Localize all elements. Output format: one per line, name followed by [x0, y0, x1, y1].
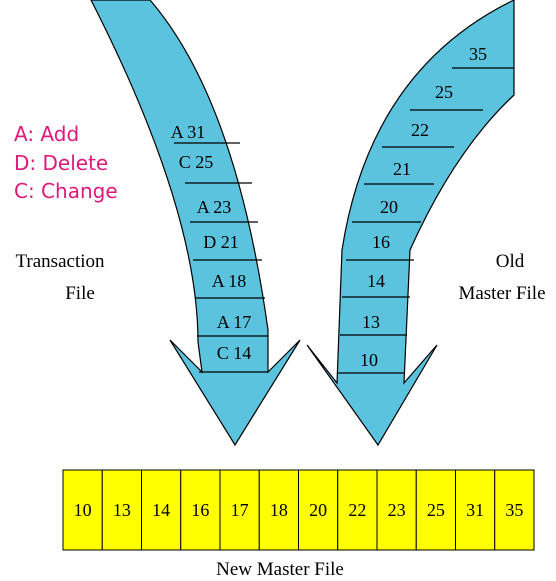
new-master-cell [141, 469, 182, 551]
new-master-cell [258, 469, 299, 551]
new-master-record: 10 [74, 500, 92, 520]
old-master-record: 25 [435, 82, 453, 102]
old-master-record: 21 [393, 159, 411, 179]
new-master-record: 23 [388, 500, 406, 520]
old-master-record: 16 [372, 232, 390, 252]
new-master-record: 16 [191, 500, 209, 520]
transaction-record: A 18 [212, 271, 247, 291]
transaction-record: C 25 [179, 152, 214, 172]
legend: A: Add D: Delete C: Change [14, 122, 118, 203]
new-master-record: 17 [231, 500, 249, 520]
new-master-cell [219, 469, 260, 551]
transaction-file-label: Transaction File [15, 251, 105, 304]
transaction-record: D 21 [203, 232, 239, 252]
transaction-file-records: A 31 C 25 A 23 D 21 A 18 A 17 C 14 [171, 122, 252, 363]
new-master-record: 14 [152, 500, 170, 520]
old-master-file-label-line2: Master File [458, 283, 545, 304]
legend-add: A: Add [14, 122, 79, 146]
new-master-file-row: 10 13 14 16 17 18 20 22 23 25 31 35 [62, 469, 535, 551]
transaction-file-label-line1: Transaction [15, 251, 105, 272]
new-master-cell [180, 469, 221, 551]
new-master-record: 25 [427, 500, 445, 520]
transaction-file-dividers [174, 142, 268, 373]
new-master-record: 13 [113, 500, 131, 520]
new-master-record: 22 [348, 500, 366, 520]
legend-delete: D: Delete [14, 151, 108, 175]
new-master-cell [337, 469, 378, 551]
old-master-record: 20 [380, 197, 398, 217]
old-master-record: 22 [411, 120, 429, 140]
transaction-record: A 23 [197, 197, 232, 217]
old-master-record: 35 [469, 44, 487, 64]
new-master-record: 18 [270, 500, 288, 520]
new-master-record: 31 [466, 500, 484, 520]
old-master-file-label-line1: Old [496, 251, 525, 272]
new-master-cell [376, 469, 417, 551]
legend-change: C: Change [14, 179, 118, 203]
old-master-file-records: 35 25 22 21 20 16 14 13 10 [360, 44, 487, 370]
old-master-file-arrow: 35 25 22 21 20 16 14 13 10 [306, 0, 515, 447]
new-master-cell [415, 469, 456, 551]
old-master-record: 14 [367, 271, 385, 291]
transaction-file-label-line2: File [65, 283, 95, 304]
old-master-record: 10 [360, 350, 378, 370]
transaction-file-arrow: A 31 C 25 A 23 D 21 A 18 A 17 C 14 [90, 0, 301, 447]
new-master-cell [298, 469, 339, 551]
new-master-record: 20 [309, 500, 327, 520]
new-master-cell [494, 469, 535, 551]
transaction-record: C 14 [217, 343, 252, 363]
old-master-file-dividers [338, 67, 514, 374]
old-master-file-label: Old Master File [458, 251, 545, 304]
transaction-record: A 31 [171, 122, 206, 142]
transaction-record: A 17 [217, 312, 252, 332]
new-master-file-label: New Master File [216, 559, 344, 580]
new-master-cell [62, 469, 103, 551]
new-master-record: 35 [505, 500, 523, 520]
new-master-cell [101, 469, 142, 551]
old-master-record: 13 [362, 312, 380, 332]
